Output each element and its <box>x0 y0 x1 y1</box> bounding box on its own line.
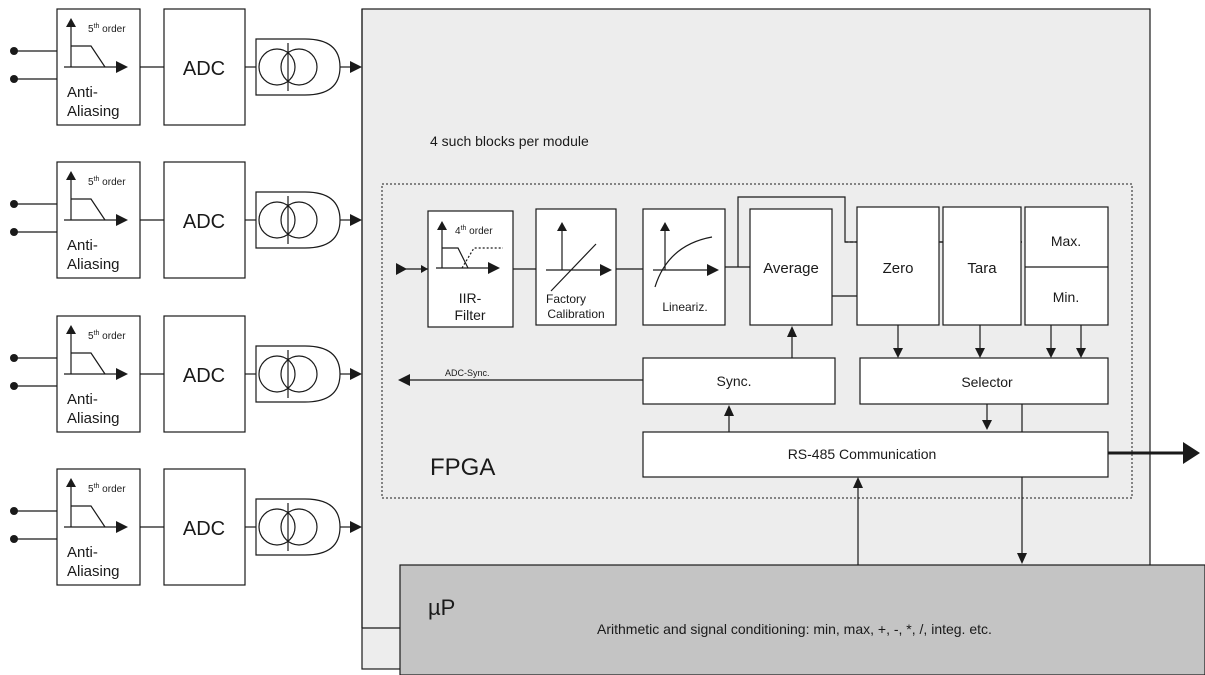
input-terminal <box>10 200 18 208</box>
isolator-symbol <box>255 38 341 96</box>
lineariz-label: Lineariz. <box>662 300 707 314</box>
iir-label-line2: Filter <box>454 307 485 323</box>
microprocessor-block: µP Arithmetic and signal conditioning: m… <box>362 564 1205 675</box>
iir-label-line1: IIR- <box>459 290 482 306</box>
tara-label: Tara <box>967 260 997 277</box>
rs485-block: RS-485 Communication <box>642 431 1109 478</box>
anti-aliasing-label: Aliasing <box>67 256 120 273</box>
module-panel <box>361 8 1151 670</box>
tara-block: Tara <box>942 206 1022 326</box>
average-block: Average <box>749 208 833 326</box>
order-label: 5th order <box>88 330 126 342</box>
factory-label-line2: Calibration <box>547 307 604 321</box>
module-note: 4 such blocks per module <box>430 133 589 149</box>
order-label: 5th order <box>88 176 126 188</box>
adc-block <box>163 8 246 126</box>
anti-aliasing-label: Aliasing <box>67 410 120 427</box>
anti-aliasing-label: Aliasing <box>67 563 120 580</box>
anti-aliasing-label: Anti- <box>67 84 98 101</box>
zero-block: Zero <box>856 206 940 326</box>
up-label: µP <box>428 595 455 620</box>
max-label: Max. <box>1051 233 1081 249</box>
anti-aliasing-label: Anti- <box>67 237 98 254</box>
rs485-label: RS-485 Communication <box>788 446 937 462</box>
average-label: Average <box>763 260 819 277</box>
adc-label: ADC <box>183 211 225 233</box>
order-label: 5th order <box>88 23 126 35</box>
adc-block <box>163 468 246 586</box>
input-terminal <box>10 535 18 543</box>
sync-block: Sync. <box>642 357 836 405</box>
order-label: 5th order <box>88 483 126 495</box>
input-terminal <box>10 507 18 515</box>
input-terminal <box>10 75 18 83</box>
selector-label: Selector <box>961 374 1013 390</box>
factory-label-line1: Factory <box>546 292 586 306</box>
isolator-symbol <box>255 191 341 249</box>
anti-aliasing-label: Anti- <box>67 544 98 561</box>
up-description: Arithmetic and signal conditioning: min,… <box>597 621 992 637</box>
zero-label: Zero <box>883 260 914 277</box>
input-terminal <box>10 47 18 55</box>
iir-order-label: 4th order <box>455 225 493 237</box>
input-terminal <box>10 354 18 362</box>
anti-aliasing-label: Anti- <box>67 391 98 408</box>
input-terminal <box>10 228 18 236</box>
anti-aliasing-label: Aliasing <box>67 103 120 120</box>
max-min-block: Max. Min. <box>1024 206 1109 326</box>
isolator-symbol <box>255 345 341 403</box>
isolator-symbol <box>255 498 341 556</box>
adc-label: ADC <box>183 518 225 540</box>
input-terminal <box>10 382 18 390</box>
sync-label: Sync. <box>716 373 751 389</box>
iir-filter-block: 4th order IIR- Filter <box>427 210 514 328</box>
linearization-block: Lineariz. <box>642 208 726 326</box>
factory-calibration-block: Factory Calibration <box>535 208 617 326</box>
fpga-label: FPGA <box>430 454 495 481</box>
adc-label: ADC <box>183 365 225 387</box>
adc-block <box>163 315 246 433</box>
min-label: Min. <box>1053 289 1079 305</box>
selector-block: Selector <box>859 357 1109 405</box>
adc-label: ADC <box>183 58 225 80</box>
adc-sync-label: ADC-Sync. <box>445 368 490 378</box>
